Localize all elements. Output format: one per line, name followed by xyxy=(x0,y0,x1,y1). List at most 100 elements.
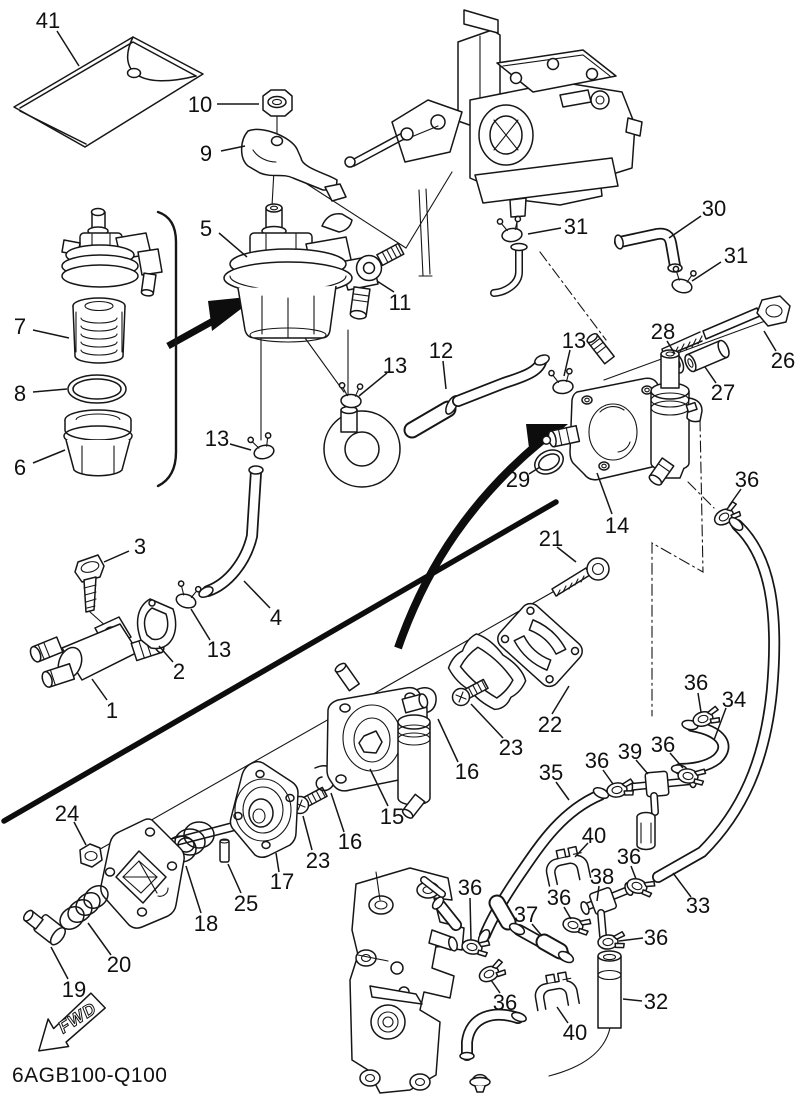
leader-line-2 xyxy=(158,645,174,663)
leader-line-31 xyxy=(691,261,722,282)
divider-line xyxy=(1,499,559,824)
holder-40a xyxy=(541,844,592,887)
part-label-16: 16 xyxy=(338,829,362,854)
leader-line-33 xyxy=(672,872,692,898)
elbow-hose xyxy=(459,1008,527,1061)
plug xyxy=(469,1073,491,1093)
pump-housing-lower xyxy=(100,818,185,929)
leader-line-12 xyxy=(442,360,447,390)
clamp-13d xyxy=(171,579,203,612)
part-label-4: 4 xyxy=(270,605,282,630)
part-label-40: 40 xyxy=(582,823,606,848)
leader-line-25 xyxy=(227,863,242,894)
leader-line-9 xyxy=(220,145,246,152)
leader-line-7 xyxy=(32,329,70,339)
part-label-13: 13 xyxy=(205,426,229,451)
leader-line-36 xyxy=(669,752,684,769)
leader-line-36 xyxy=(697,692,702,713)
part-label-11: 11 xyxy=(389,290,412,315)
hose-34 xyxy=(670,719,730,775)
carburetor xyxy=(344,9,643,277)
clamp-13c xyxy=(246,431,277,463)
leader-line-36 xyxy=(490,979,501,994)
part-label-28: 28 xyxy=(651,319,675,344)
part-label-3: 3 xyxy=(134,534,146,559)
part-label-14: 14 xyxy=(605,513,629,538)
nut-24 xyxy=(79,843,103,868)
tee-filter xyxy=(636,811,656,851)
leader-line-36 xyxy=(563,906,572,920)
leader-line-16 xyxy=(330,792,345,833)
part-label-23: 23 xyxy=(306,848,330,873)
leader-line-36 xyxy=(630,865,637,880)
fuel-filter-5 xyxy=(223,203,379,343)
clamp-36g xyxy=(561,913,593,937)
leader-line-14 xyxy=(596,472,613,515)
leader-line-23 xyxy=(302,815,313,851)
leader-line-17 xyxy=(275,852,280,873)
nut-10 xyxy=(262,89,293,117)
leader-line-36 xyxy=(618,937,644,942)
leader-line-40 xyxy=(574,842,589,858)
pump-gasket-22 xyxy=(447,633,527,711)
part-label-33: 33 xyxy=(686,893,710,918)
spacer-27 xyxy=(684,339,730,373)
pump-cover-22 xyxy=(497,602,583,688)
part-label-17: 17 xyxy=(270,869,294,894)
leader-line-11 xyxy=(376,280,395,293)
part-label-30: 30 xyxy=(702,196,726,221)
part-label-40: 40 xyxy=(563,1020,587,1045)
leader-line-18 xyxy=(185,865,202,914)
part-label-36: 36 xyxy=(493,990,517,1015)
part-label-36: 36 xyxy=(684,670,708,695)
part-label-41: 41 xyxy=(36,8,60,33)
part-label-36: 36 xyxy=(458,875,482,900)
part-label-34: 34 xyxy=(722,687,746,712)
leader-line-16 xyxy=(437,718,459,763)
part-label-37: 37 xyxy=(514,902,538,927)
part-label-36: 36 xyxy=(617,844,641,869)
leader-line-24 xyxy=(73,821,87,846)
clamp-36b xyxy=(690,705,722,730)
part-label-36: 36 xyxy=(651,732,675,757)
leader-line-37 xyxy=(531,923,543,937)
part-label-27: 27 xyxy=(711,380,735,405)
leader-line-28 xyxy=(666,340,676,355)
part-label-24: 24 xyxy=(55,801,79,826)
leader-line-36 xyxy=(469,897,472,941)
part-label-16: 16 xyxy=(455,759,479,784)
bracket-9 xyxy=(240,128,347,202)
leader-line-3 xyxy=(103,550,130,563)
leader-line-41 xyxy=(56,30,80,67)
leader-line-13 xyxy=(563,349,571,377)
drain-tube xyxy=(490,242,528,297)
hose-4 xyxy=(198,465,264,599)
leader-line-21 xyxy=(556,546,577,563)
part-label-13: 13 xyxy=(383,353,407,378)
leader-line-19 xyxy=(50,946,69,980)
leader-line-38 xyxy=(596,885,600,902)
diaphragm-17 xyxy=(144,760,299,859)
parts-envelope-41 xyxy=(13,36,204,148)
part-label-2: 2 xyxy=(173,659,185,684)
leader-line-39 xyxy=(635,759,649,775)
part-label-20: 20 xyxy=(107,952,131,977)
part-label-32: 32 xyxy=(644,989,668,1014)
leader-line-13 xyxy=(190,608,211,641)
part-label-26: 26 xyxy=(771,348,795,373)
part-label-12: 12 xyxy=(429,338,453,363)
part-label-13: 13 xyxy=(562,328,586,353)
part-label-15: 15 xyxy=(380,804,404,829)
part-label-10: 10 xyxy=(188,92,212,117)
leader-line-34 xyxy=(713,707,727,741)
leader-line-15 xyxy=(369,768,389,807)
clamp-13b xyxy=(547,367,575,396)
part-label-36: 36 xyxy=(585,748,609,773)
part-label-9: 9 xyxy=(200,141,212,166)
cock-bracket-2 xyxy=(136,598,177,650)
part-label-13: 13 xyxy=(207,637,231,662)
bolt-21 xyxy=(551,557,610,597)
leader-line-4 xyxy=(243,580,271,609)
leader-line-8 xyxy=(32,388,68,393)
